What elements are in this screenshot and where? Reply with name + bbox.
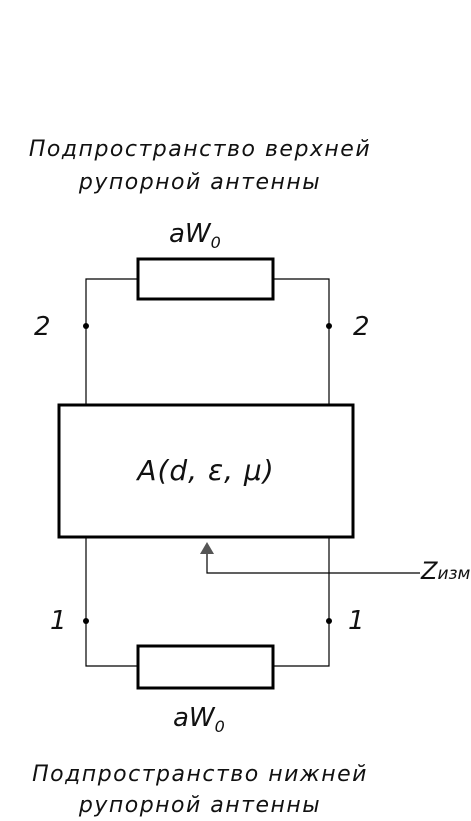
central-block-label: A(d, ε, μ) (137, 454, 275, 487)
measurement-label: Zизм (421, 557, 471, 585)
port-label-top-left: 2 (34, 312, 51, 342)
bottom-left-wire (85, 538, 138, 667)
top-resistor (136, 257, 275, 301)
port-dot-top-left (83, 323, 89, 329)
footer-line-2: рупорной антенны (78, 793, 322, 818)
port-label-bottom-right: 1 (348, 606, 365, 636)
bottom-right-wire (273, 538, 330, 667)
header-line-2: рупорной антенны (78, 170, 322, 195)
bottom-resistor-label: aW0 (173, 703, 225, 736)
top-resistor-label: aW0 (169, 219, 221, 252)
port-label-top-right: 2 (353, 312, 370, 342)
footer-line-1: Подпространство нижней (32, 762, 368, 787)
bottom-resistor (136, 644, 275, 690)
measurement-arrow-icon (200, 542, 214, 554)
top-left-wire (85, 278, 138, 404)
header-line-1: Подпространство верхней (28, 137, 372, 162)
measurement-line (206, 554, 420, 574)
port-label-bottom-left: 1 (50, 606, 67, 636)
port-dot-bottom-left (83, 618, 89, 624)
central-block (57, 403, 355, 539)
port-dot-top-right (326, 323, 332, 329)
port-dot-bottom-right (326, 618, 332, 624)
top-right-wire (273, 278, 330, 404)
